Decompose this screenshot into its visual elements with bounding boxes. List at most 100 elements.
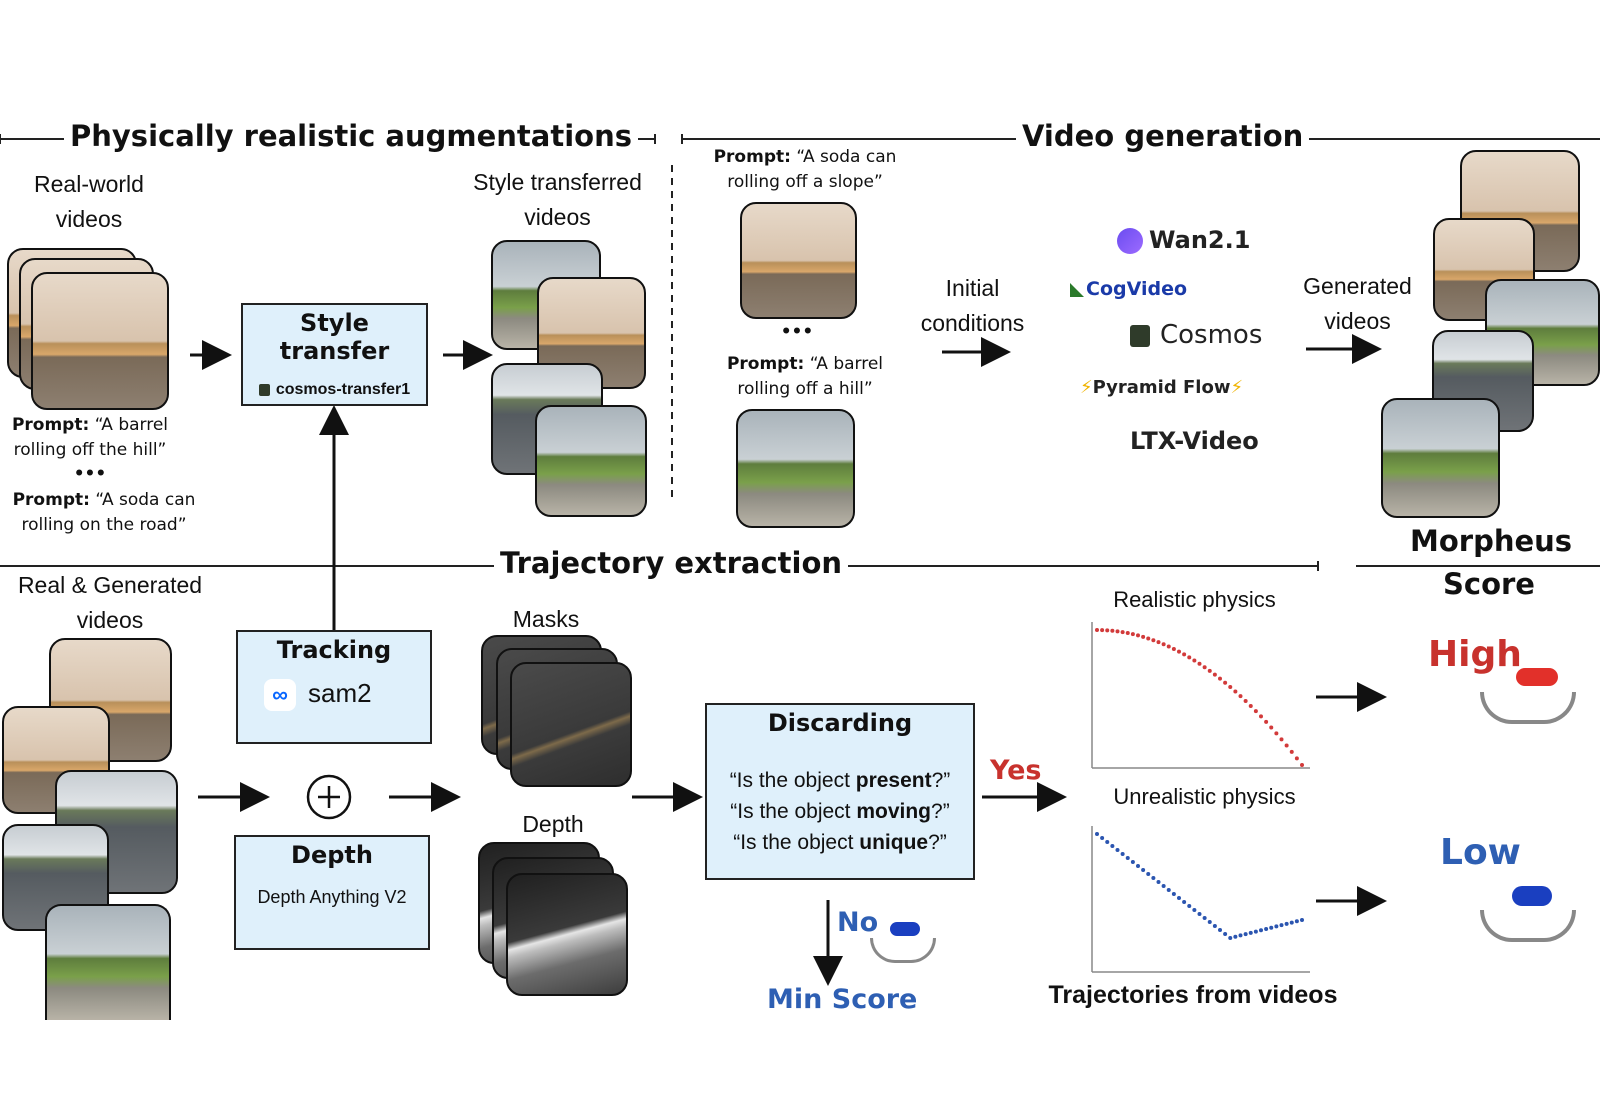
trajectory-point (1120, 852, 1125, 856)
trajectory-point (1207, 920, 1212, 924)
section-title-video-gen: Video generation (1016, 119, 1310, 153)
gen-prompt-1: Prompt: “A soda can rolling off a slope” (713, 147, 897, 192)
model-cogvideo: CogVideo (1070, 278, 1187, 300)
cosmos-icon (1130, 324, 1150, 347)
trajectory-point (1253, 929, 1258, 934)
trajectory-point (1095, 832, 1099, 836)
trajectory-point (1095, 628, 1099, 632)
trajectory-point (1192, 658, 1197, 663)
trajectory-point (1156, 880, 1161, 884)
depth-box: Depth Depth Anything V2 (234, 835, 430, 950)
style-transfer-title: Style transfer (279, 309, 390, 365)
trajectory-point (1248, 930, 1253, 935)
trajectory-point (1125, 631, 1130, 636)
trajectory-point (1115, 629, 1120, 634)
trajectory-point (1166, 644, 1171, 649)
trajectory-point (1253, 709, 1258, 714)
trajectory-point (1177, 896, 1181, 900)
trajectory-point (1151, 876, 1156, 880)
depth-label: Depth (522, 811, 584, 837)
augment-ellipsis: ••• (73, 464, 107, 484)
trajectory-point (1243, 932, 1248, 937)
trajectory-point (1218, 676, 1222, 681)
trajectory-point (1105, 840, 1110, 844)
trajectory-point (1279, 923, 1284, 928)
morpheus-title-line2: Score (1437, 567, 1541, 601)
trajectory-point (1177, 649, 1181, 654)
trajectory-point (1259, 714, 1263, 719)
pill-icon (1512, 886, 1552, 906)
model-pyramid-flow: ⚡Pyramid Flow⚡ (1080, 377, 1244, 398)
video-thumbnail (736, 409, 855, 528)
trajectory-point (1136, 864, 1140, 868)
question-moving: “Is the object moving?” (730, 800, 950, 823)
gen-ellipsis: ••• (780, 322, 814, 342)
trajectory-point (1161, 884, 1166, 888)
trajectory-point (1110, 628, 1115, 633)
trajectory-point (1120, 630, 1125, 635)
augment-prompt-1: Prompt: “A barrel rolling off the hill” (11, 415, 169, 460)
yes-label: Yes (990, 755, 1042, 786)
depth-model: Depth Anything V2 (257, 887, 407, 907)
trajectory-point (1182, 652, 1187, 657)
model-ltx-video: LTX-Video (1130, 427, 1259, 455)
trajectory-point (1100, 836, 1105, 840)
meta-infinity-icon: ∞ (264, 679, 296, 712)
trajectory-point (1238, 694, 1243, 699)
trajectory-point (1284, 743, 1289, 748)
trajectory-point (1146, 636, 1151, 641)
model-cosmos: Cosmos (1130, 320, 1262, 350)
depth-title: Depth (291, 841, 373, 869)
trajectory-point (1202, 916, 1207, 920)
trajectory-point (1259, 928, 1263, 933)
trajectory-point (1233, 934, 1238, 939)
tracking-box: Tracking ∞sam2 (236, 630, 432, 744)
trajectory-point (1274, 731, 1279, 736)
trajectory-point (1110, 844, 1115, 848)
masks-label: Masks (512, 606, 580, 632)
wan-icon (1117, 228, 1143, 254)
mask-thumbnail (510, 662, 632, 787)
style-transfer-box: Style transfer cosmos-transfer1 (241, 303, 428, 406)
trajectory-point (1284, 921, 1289, 926)
gen-prompt-2: Prompt: “A barrel rolling off a hill” (726, 354, 884, 399)
trajectory-point (1279, 737, 1284, 742)
trajectory-point (1223, 680, 1228, 685)
trajectory-point (1300, 763, 1304, 767)
trajectory-point (1130, 860, 1135, 864)
trajectory-point (1223, 932, 1228, 936)
trajectory-point (1212, 924, 1217, 928)
video-thumbnail (45, 904, 171, 1020)
trajectory-point (1171, 892, 1176, 896)
style-transfer-model: cosmos-transfer1 (243, 381, 426, 399)
trajectory-point (1125, 856, 1130, 860)
trajectory-point (1146, 872, 1151, 876)
augment-prompt-2: Prompt: “A soda can rolling on the road” (12, 490, 196, 535)
pill-icon (1516, 668, 1558, 686)
video-thumbnail (31, 272, 169, 410)
trajectory-point (1228, 685, 1233, 690)
trajectory-point (1212, 672, 1217, 677)
trajectory-point (1289, 920, 1294, 925)
trajectory-point (1141, 868, 1146, 872)
trajectory-point (1192, 908, 1197, 912)
realistic-plot (1091, 622, 1310, 769)
trajectory-point (1300, 918, 1304, 922)
realistic-physics-label: Realistic physics (1113, 587, 1276, 612)
min-score-label: Min Score (767, 984, 918, 1015)
trajectory-point (1248, 703, 1253, 708)
trajectory-point (1130, 632, 1135, 637)
trajectories-caption: Trajectories from videos (1048, 981, 1338, 1009)
video-thumbnail (740, 202, 857, 319)
trajectory-point (1187, 655, 1192, 660)
trajectory-point (1218, 928, 1222, 932)
trajectory-point (1151, 638, 1156, 643)
trajectory-point (1136, 633, 1140, 638)
high-score-label: High (1428, 634, 1522, 675)
trajectory-point (1105, 628, 1110, 633)
